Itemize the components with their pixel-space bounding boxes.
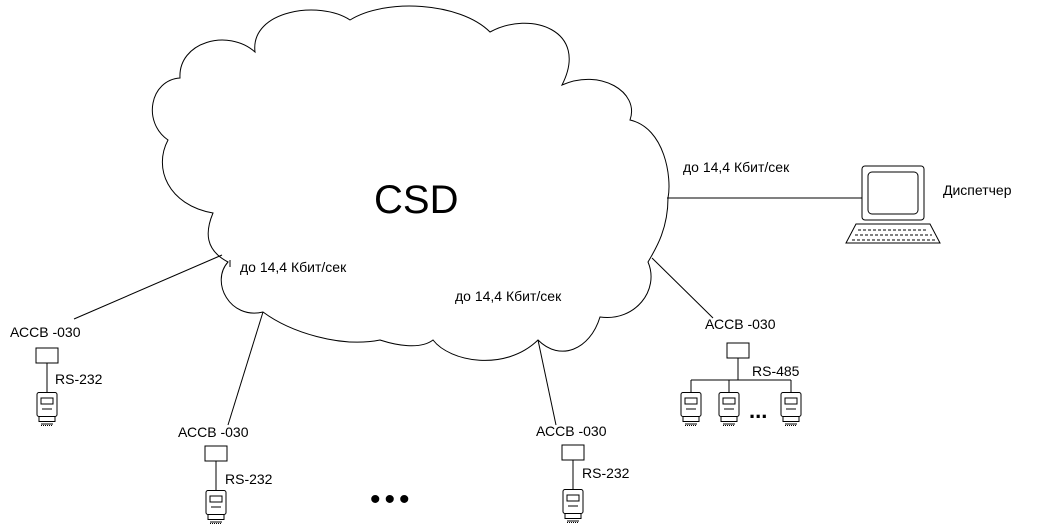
device-label: АССВ -030 (178, 424, 249, 440)
meter-icon (718, 392, 740, 426)
meter-icon (780, 392, 802, 426)
meter-icon (680, 392, 702, 426)
link-device-4 (651, 257, 714, 319)
ellipsis-small: ... (749, 398, 767, 423)
cloud-title: CSD (374, 178, 458, 222)
meter-icon (562, 489, 584, 523)
device-box (561, 444, 585, 461)
interface-label: RS-485 (752, 363, 800, 379)
device-box (35, 347, 59, 364)
interface-label: RS-232 (225, 471, 273, 487)
computer-icon (845, 165, 941, 244)
device-box (726, 342, 750, 359)
ellipsis-large: ••• (370, 483, 414, 516)
interface-label: RS-232 (55, 371, 103, 387)
device-label: АССВ -030 (705, 316, 776, 332)
meter-icon (205, 490, 227, 524)
device-label: АССВ -030 (10, 324, 81, 340)
device-box (204, 445, 228, 462)
dispatcher-label: Диспетчер (943, 182, 1012, 198)
csd-cloud (151, 5, 670, 361)
interface-label: RS-232 (582, 465, 630, 481)
meter-icon (36, 392, 58, 426)
speed-label-bottom: до 14,4 Кбит/сек (455, 288, 562, 304)
link-device-3 (537, 339, 557, 426)
device-label: АССВ -030 (536, 423, 607, 439)
speed-label-left: до 14,4 Кбит/сек (240, 259, 347, 275)
speed-label-dispatcher: до 14,4 Кбит/сек (683, 159, 790, 175)
link-device-1 (73, 254, 223, 320)
link-device-2 (227, 311, 264, 426)
